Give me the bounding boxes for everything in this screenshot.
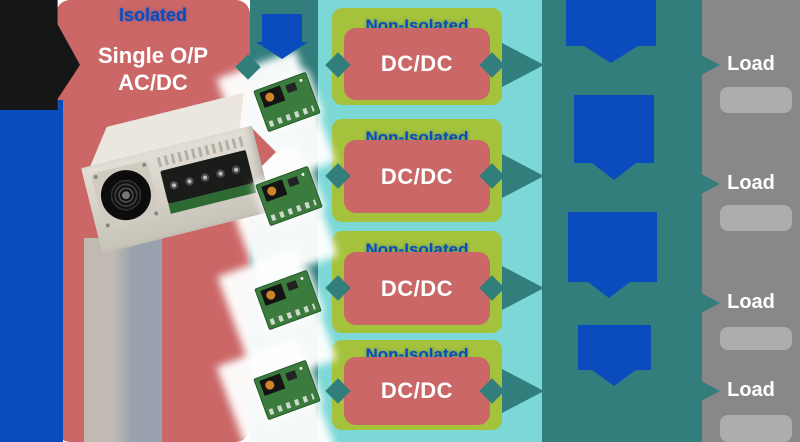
load-arrow-icon [680, 163, 720, 205]
load-sub-box [720, 327, 792, 350]
dcdc-label: DC/DC [380, 275, 454, 301]
load-label: Load [727, 291, 775, 313]
load-arrow-icon [680, 370, 720, 412]
dcdc-converter-box: DC/DC [344, 357, 490, 425]
coil-icon [264, 91, 276, 103]
capacitor-component [285, 370, 298, 382]
terminal-screw [169, 180, 179, 191]
inductor-component [259, 85, 286, 108]
output-arrow-icon [502, 369, 544, 413]
coil-icon [266, 185, 278, 197]
coil-icon [264, 379, 276, 391]
voltage-down-arrow-head-icon [588, 282, 630, 298]
voltage-down-arrow-icon [574, 95, 654, 163]
voltage-down-arrow-head-icon [592, 370, 636, 386]
acdc-title-line1: Single O/P [97, 43, 209, 68]
acdc-isolation-label: Isolated [118, 5, 188, 25]
bus-down-arrow-head-icon [256, 42, 308, 59]
load-arrow-icon [680, 282, 720, 324]
psu-photo-background [84, 238, 162, 442]
voltage-down-arrow-icon [578, 325, 651, 370]
output-arrow-icon [502, 266, 544, 310]
fan-blades [95, 164, 157, 226]
dcdc-converter-box: DC/DC [344, 252, 490, 325]
dcdc-converter-box: DC/DC [344, 28, 490, 100]
dcdc-label: DC/DC [380, 163, 454, 189]
terminal-screw [231, 164, 241, 175]
terminal-screw [215, 168, 226, 179]
screw-icon [93, 174, 99, 180]
load-label: Load [727, 172, 775, 194]
load-label: Load [727, 53, 775, 75]
load-sub-box [720, 415, 792, 442]
inductor-component [260, 283, 287, 306]
capacitor-component [285, 82, 298, 94]
screw-icon [105, 223, 111, 228]
voltage-down-arrow-head-icon [584, 46, 638, 63]
silkscreen-dot [299, 366, 303, 371]
inductor-component [259, 373, 286, 396]
coil-icon [265, 289, 277, 301]
dcdc-label: DC/DC [380, 378, 454, 403]
terminal-screw [184, 176, 195, 187]
acdc-title: Single O/P AC/DC [56, 42, 250, 96]
output-arrow-icon [502, 154, 544, 198]
screw-icon [153, 210, 159, 216]
load-arrow-icon [680, 44, 720, 86]
terminal-screw [200, 172, 210, 183]
silkscreen-dot [300, 276, 304, 281]
voltage-down-arrow-icon [568, 212, 657, 282]
capacitor-component [287, 176, 300, 188]
voltage-down-arrow-icon [566, 0, 656, 46]
output-arrow-icon [502, 43, 544, 87]
capacitor-component [286, 280, 299, 292]
acdc-title-line2: AC/DC [118, 70, 188, 95]
silkscreen-dot [299, 78, 303, 83]
dcdc-label: DC/DC [380, 51, 454, 76]
input-bus-bar [0, 100, 63, 442]
bus-down-arrow-icon [262, 14, 302, 42]
silkscreen-dot [301, 172, 305, 177]
load-sub-box [720, 87, 792, 113]
load-label: Load [727, 379, 775, 401]
screw-icon [141, 162, 147, 168]
voltage-down-arrow-head-icon [592, 163, 636, 180]
dcdc-converter-box: DC/DC [344, 140, 490, 213]
load-sub-box [720, 205, 792, 231]
inductor-component [261, 179, 288, 202]
